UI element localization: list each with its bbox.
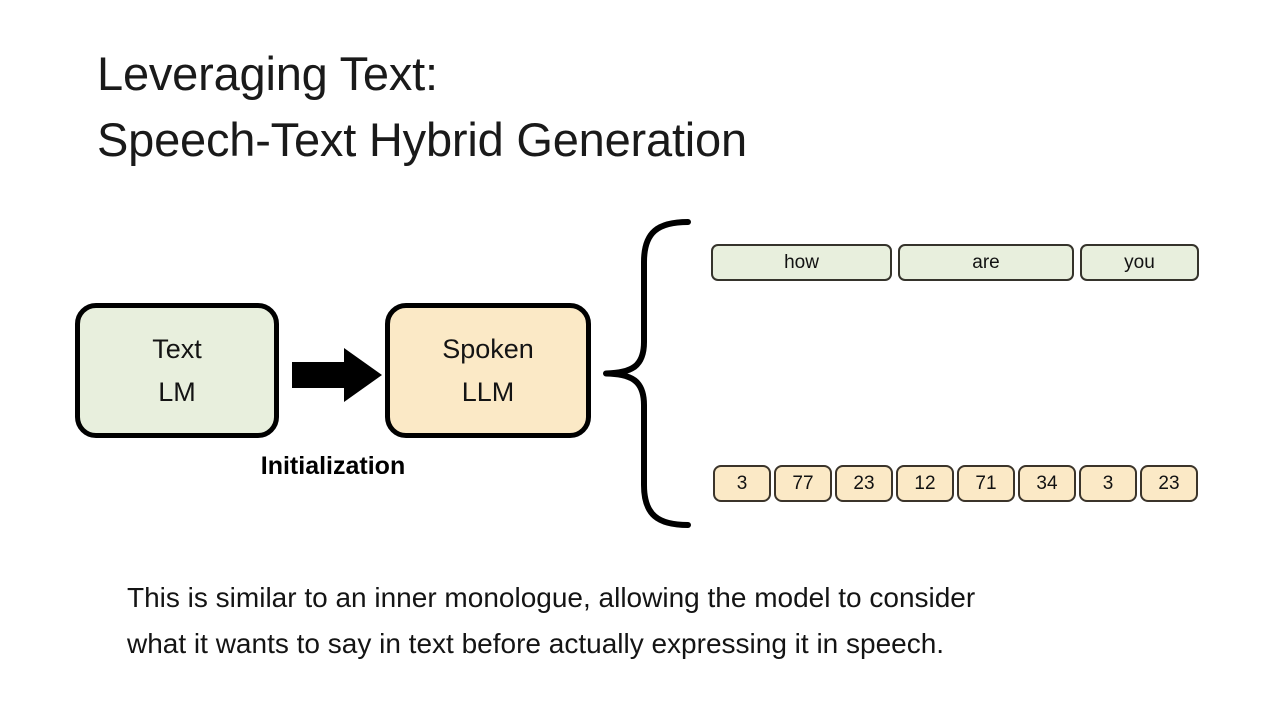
speech-token: 3 [1079, 465, 1137, 502]
initialization-label: Initialization [260, 452, 406, 480]
speech-token-row: 3 77 23 12 71 34 3 23 [713, 465, 1198, 502]
text-token: are [898, 244, 1074, 281]
speech-token: 23 [835, 465, 893, 502]
text-token: how [711, 244, 892, 281]
speech-token: 71 [957, 465, 1015, 502]
slide-caption: This is similar to an inner monologue, a… [127, 582, 976, 659]
speech-token: 23 [1140, 465, 1198, 502]
spoken-llm-label-line1: Spoken [442, 333, 534, 364]
left-curly-brace-icon [603, 219, 691, 528]
text-lm-label-line1: Text [152, 333, 202, 364]
speech-token: 12 [896, 465, 954, 502]
speech-token: 3 [713, 465, 771, 502]
text-lm-label-line2: LM [158, 376, 196, 407]
text-token: you [1080, 244, 1199, 281]
page-title: Leveraging Text: Speech-Text Hybrid Gene… [97, 47, 747, 166]
spoken-llm-box: Spoken LLM [385, 303, 591, 438]
text-token-row: how are you [711, 244, 1199, 281]
speech-token: 77 [774, 465, 832, 502]
right-arrow-icon [292, 348, 382, 402]
spoken-llm-label-line2: LLM [461, 376, 515, 407]
text-lm-box: Text LM [75, 303, 279, 438]
speech-token: 34 [1018, 465, 1076, 502]
